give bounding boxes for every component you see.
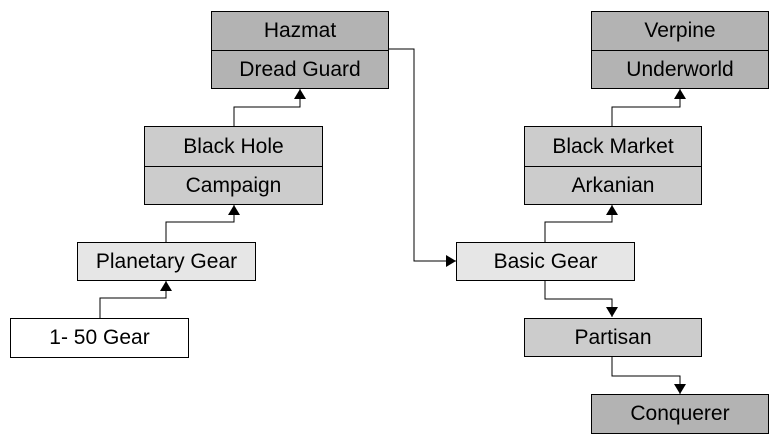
connector-planetary-to-blackhole <box>165 205 240 242</box>
node-verpine-subtitle: Underworld <box>626 58 734 81</box>
node-black-market: Black Market Arkanian <box>524 126 702 205</box>
node-verpine: Verpine Underworld <box>591 11 769 89</box>
node-hazmat-subtitle: Dread Guard <box>239 58 361 81</box>
node-1-50-gear: 1- 50 Gear <box>10 318 189 358</box>
connector-partisan-to-conquerer <box>611 357 686 394</box>
node-black-market-title: Black Market <box>552 134 674 158</box>
node-black-hole-divider <box>145 166 322 167</box>
connector-gear150-to-planetary <box>99 281 172 318</box>
node-planetary-gear: Planetary Gear <box>77 242 256 281</box>
node-basic-gear: Basic Gear <box>456 242 635 281</box>
node-black-market-subtitle: Arkanian <box>571 174 655 197</box>
node-conquerer: Conquerer <box>591 394 769 434</box>
connector-blackhole-to-hazmat <box>233 89 306 126</box>
node-black-hole-subtitle: Campaign <box>185 174 282 197</box>
node-partisan: Partisan <box>524 318 702 357</box>
connector-hazmat-to-basicgear <box>389 48 456 267</box>
node-hazmat-divider <box>212 50 388 51</box>
connector-basicgear-to-blackmarket <box>544 205 618 242</box>
node-hazmat-title: Hazmat <box>263 19 337 42</box>
connector-blackmarket-to-verpine <box>611 89 686 126</box>
node-verpine-title: Verpine <box>644 19 716 42</box>
node-black-hole-title: Black Hole <box>183 134 284 158</box>
node-black-hole: Black Hole Campaign <box>144 126 323 205</box>
connector-basicgear-to-partisan <box>544 281 618 317</box>
node-black-market-divider <box>525 166 701 167</box>
node-verpine-divider <box>592 50 768 51</box>
node-hazmat: Hazmat Dread Guard <box>211 11 389 89</box>
